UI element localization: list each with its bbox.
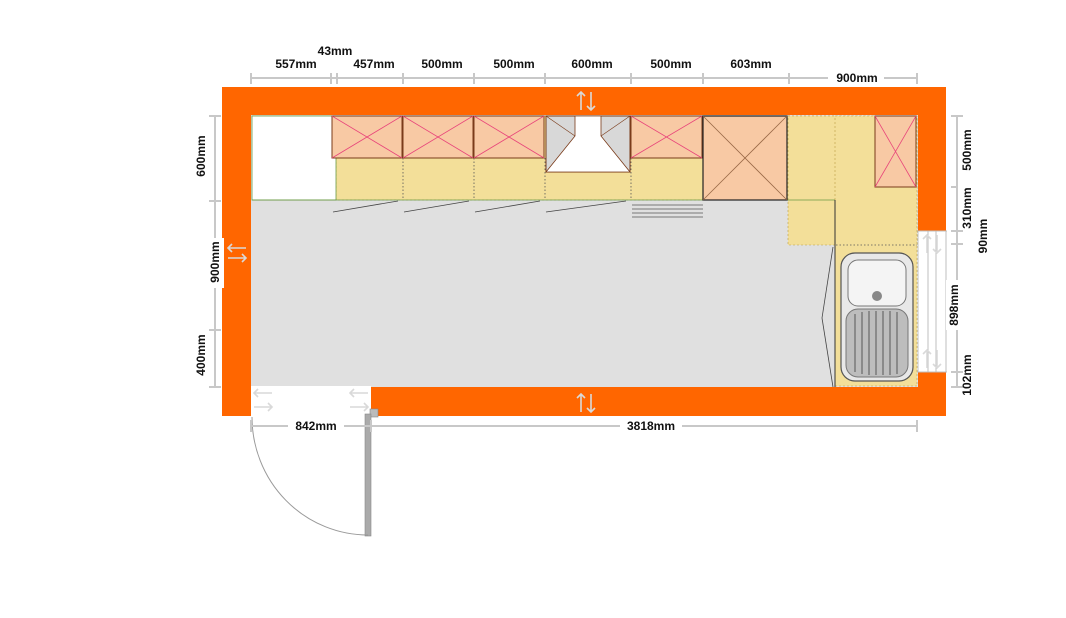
dim-label-top: 500mm	[650, 57, 691, 71]
door-swing-icon	[251, 408, 379, 537]
dim-label-top: 600mm	[571, 57, 612, 71]
double-arrow-icon	[922, 233, 942, 255]
hob-lines-icon	[632, 204, 703, 218]
dim-label-right: 310mm	[960, 187, 974, 228]
wall-cabinet-cross-icon	[402, 115, 474, 159]
double-arrow-icon	[226, 243, 248, 263]
door-swing-mark	[474, 200, 541, 213]
double-arrow-icon	[576, 90, 596, 112]
window-opening	[917, 231, 947, 372]
dim-label-top: 500mm	[493, 57, 534, 71]
door-swing-mark	[545, 200, 627, 213]
door-swing-mark	[821, 246, 834, 319]
wall-cabinet-cross-icon	[473, 115, 545, 159]
dim-label-right: 500mm	[960, 129, 974, 170]
double-arrow-icon	[576, 392, 596, 414]
wall-cabinet-cross-icon	[874, 115, 917, 188]
dim-label-right: 102mm	[960, 354, 974, 395]
dim-label-top: 603mm	[730, 57, 771, 71]
double-arrow-icon	[252, 388, 274, 412]
door-swing-mark	[332, 200, 399, 213]
wall-cabinet-cross-icon	[331, 115, 403, 159]
wall-cabinets	[331, 115, 917, 201]
door-swing-mark	[403, 200, 470, 213]
dim-label-top: 557mm	[275, 57, 316, 71]
door-leaf	[364, 413, 372, 537]
dim-label-right: 90mm	[976, 219, 990, 254]
dim-ticks-top	[250, 73, 918, 84]
dim-label-top: 457mm	[353, 57, 394, 71]
dim-ticks-left	[209, 115, 221, 388]
dim-label-left: 400mm	[194, 334, 208, 375]
wall-cabinet-large	[702, 115, 788, 201]
dim-label-bottom: 3818mm	[627, 419, 675, 433]
dim-label-left: 600mm	[194, 135, 208, 176]
door-swing-arc	[251, 416, 369, 536]
cooker-hood-icon	[545, 115, 631, 173]
dim-ticks-bottom	[250, 420, 918, 432]
dim-label-bottom: 842mm	[295, 419, 336, 433]
double-arrow-icon	[922, 348, 942, 370]
tall-unit-left	[251, 115, 337, 201]
dim-label-top: 43mm	[318, 44, 353, 58]
dim-label-top: 500mm	[421, 57, 462, 71]
dim-label-right: 898mm	[947, 284, 961, 325]
door-hinge	[369, 408, 379, 418]
double-arrow-icon	[348, 388, 370, 412]
sink-icon	[840, 252, 914, 382]
wall-cabinet-cross-icon	[630, 115, 703, 159]
dim-label-top: 900mm	[836, 71, 877, 85]
dim-label-left: 900mm	[208, 241, 222, 282]
dimensions: 557mm 43mm 457mm 500mm 500mm 600mm 500mm…	[193, 44, 990, 433]
door-swing-mark	[821, 317, 834, 388]
